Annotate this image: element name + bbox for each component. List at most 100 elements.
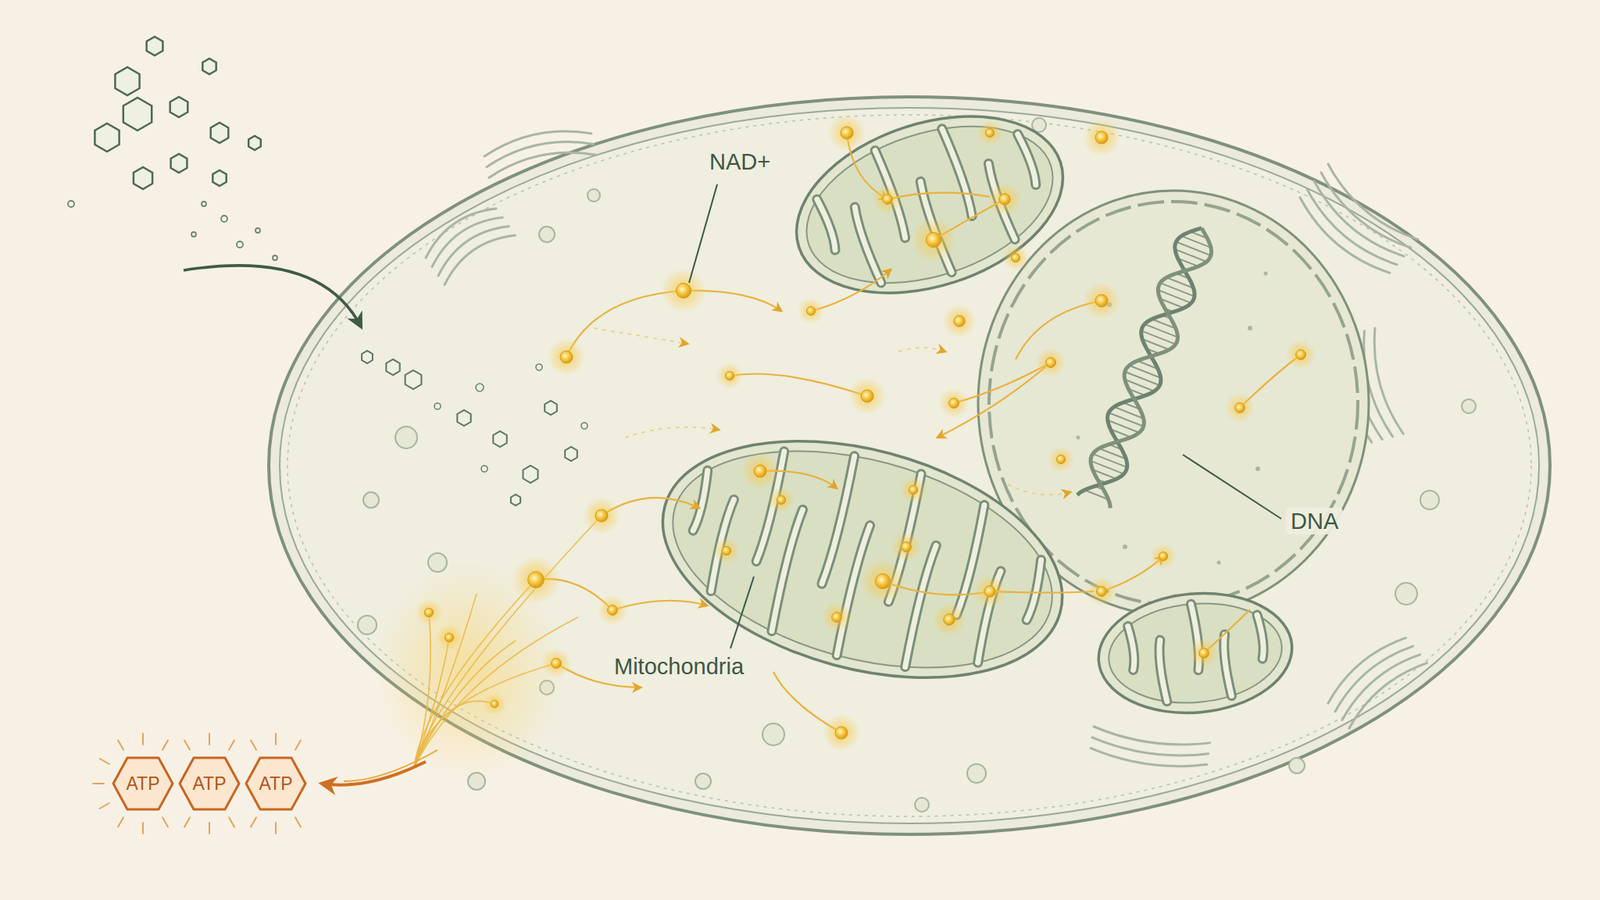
nad-fan-line [414,579,536,768]
nad-particle [925,232,941,247]
crista-outline [853,207,882,285]
vesicle [762,723,785,746]
small-molecule [481,465,488,472]
crista [817,198,838,251]
nad-glow [797,297,825,325]
dna-rung [1092,453,1128,468]
nad-flow-path [729,373,868,397]
dna-rung [1141,330,1176,344]
chromatin-dot [1255,466,1261,472]
nad-flow-path [953,362,1051,404]
er-fold [1342,655,1428,729]
crista-outline [901,545,938,668]
nad-glow [976,119,1004,147]
er-fold [437,225,515,285]
nad-particle [444,632,454,642]
endoplasmic-reticulum [1089,726,1211,773]
node-label: ATP [244,756,308,811]
vesicle [357,615,377,635]
leader-line [730,576,754,649]
atp-glow-ray [250,817,257,827]
molecule-hexagon [385,359,400,375]
er-fold [1091,737,1209,762]
molecule-hexagon [133,167,153,190]
vesicle [587,189,600,202]
chromatin-dot [1122,544,1128,550]
nad-particle [1158,551,1168,561]
leader-line [1182,454,1282,519]
nad-particle [1056,454,1065,464]
nad-particle [984,585,996,597]
atp-glow-ray [100,803,110,809]
er-fold [1313,172,1411,258]
nad-glow [1225,392,1255,423]
faint-flow-path [593,328,688,344]
atp-glow-ray [250,740,257,750]
molecule-hexagon [492,431,507,447]
atp-output-strand [343,750,438,782]
crista [1017,132,1039,186]
nad-glow [972,574,1007,608]
nad-glow [597,595,628,625]
vesicle [1420,490,1440,510]
nad-glow [891,532,922,562]
molecule-hexagon [171,153,188,173]
vesicle [695,773,711,790]
crista-outline [1157,639,1167,702]
dna-rung [1160,282,1195,297]
atp-glow-ray [208,822,211,834]
nad-glow [848,377,886,415]
crista-outline [1222,634,1232,697]
nad-glow [716,362,743,390]
atp-glow-ray [184,740,190,750]
nad-particle [901,542,912,553]
small-molecule [255,228,261,233]
molecule-hexagon [564,446,578,461]
small-molecule [191,232,197,237]
mitochondrion-inner-membrane [1104,596,1286,711]
er-fold [1306,180,1404,265]
dna-rung [1175,242,1211,257]
callout-label: Mitochondria [609,653,749,680]
atp-glow-ray [142,822,144,834]
nad-particle [560,350,573,364]
nad-particle [840,126,854,140]
vesicle [363,492,379,508]
nad-glow [987,182,1022,216]
atp-glow-ray [162,817,168,827]
nad-particle [1199,648,1210,659]
nad-glow [511,555,561,604]
crista-outline [942,127,975,217]
nad-particle [985,128,994,137]
vesicle [914,797,929,812]
nad-particle [424,607,433,617]
nad-glow [582,496,621,535]
nad-glow [767,486,795,514]
nad-particle [595,509,608,522]
nad-glow [1082,118,1121,157]
crista-outline [1128,625,1136,671]
nad-particle [1096,586,1108,597]
vesicle [395,426,418,449]
atp-glow-ray [142,733,144,745]
nad-particle [1010,253,1020,262]
atp-output-arrow [321,761,426,786]
node-label: ATP [111,756,175,811]
molecule-hexagon [457,410,471,426]
nad-particle [607,605,618,616]
chromatin-dot [1076,435,1081,440]
nad-particle [806,306,815,315]
nad-flow-path [937,362,1051,438]
small-molecule [236,241,243,248]
nad-particle [721,546,731,555]
atp-glow-ray [295,817,301,827]
dna-rung [1108,412,1144,427]
nad-particle [490,700,499,708]
nad-glow [741,452,779,490]
nad-particle [1296,350,1307,361]
nuclear-pores [989,201,1358,605]
atp-glow-ray [184,817,190,827]
chromatin-dot [1264,271,1268,276]
nad-glow [828,114,866,152]
